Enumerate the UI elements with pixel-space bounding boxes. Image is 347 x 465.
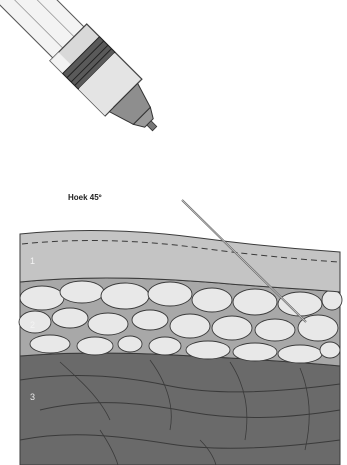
layer-label-3: 3 <box>30 392 35 402</box>
layer-label-1: 1 <box>30 256 35 266</box>
layer-label-2: 2 <box>30 320 35 330</box>
fat-layer <box>19 278 342 366</box>
angle-label: Hoek 45º <box>68 193 102 202</box>
muscle-layer <box>20 353 340 465</box>
syringe <box>0 0 173 147</box>
